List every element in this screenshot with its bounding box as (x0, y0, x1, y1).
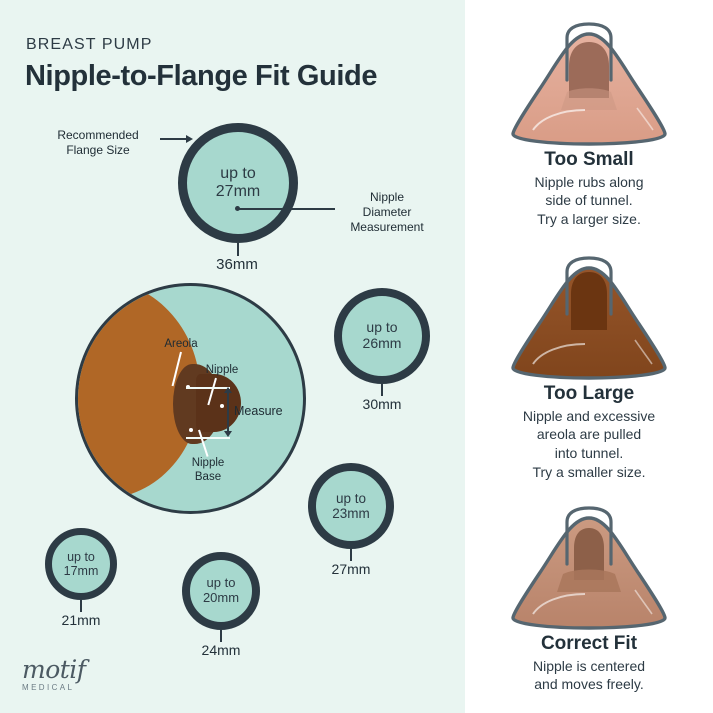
logo-subtext: MEDICAL (22, 683, 75, 692)
flange-tunnel-too-small (565, 22, 613, 82)
logo-wordmark: motif (22, 655, 86, 684)
fit-body-line1-correct-fit: Nipple is centered (532, 657, 646, 674)
anatomy-label-areola: Areola (164, 338, 198, 350)
flange-highlight-right (634, 339, 653, 365)
nipple-leader-dot-icon (220, 404, 224, 408)
flange-size-label-21mm: 21mm (61, 612, 101, 628)
flange-svg-correct-fit (511, 506, 667, 630)
flange-highlight-left (532, 109, 586, 131)
ring-size-30mm: 26mm (362, 335, 402, 351)
callout-flange-line2: Flange Size (66, 143, 130, 157)
ring-size-27mm: 23mm (332, 506, 370, 521)
callout-nipple-dot-icon (235, 206, 240, 211)
ring-stem-27mm (350, 549, 352, 561)
measure-label: Measure (234, 404, 283, 418)
fit-heading-too-large: Too Large (543, 383, 635, 404)
anatomy-label-nipple-base: Nipple Base (180, 457, 236, 485)
ring-prefix-24mm: up to (206, 575, 236, 591)
ring-size-21mm: 17mm (63, 564, 99, 578)
fit-body-line1-too-small: Nipple rubs along (534, 173, 644, 190)
fit-heading-correct-fit: Correct Fit (540, 633, 638, 654)
breast-anatomy-diagram (75, 283, 306, 514)
motif-medical-logo: motif MEDICAL (22, 657, 86, 692)
callout-nipple-line1: Nipple (369, 190, 405, 204)
measure-arrow-line (227, 392, 229, 433)
fit-body-correct-fit: Nipple is centered and moves freely. (465, 657, 713, 694)
fit-body-line4-too-large: Try a smaller size. (532, 463, 646, 480)
flange-size-label-27mm: 27mm (331, 561, 371, 577)
flange-size-label-30mm: 30mm (362, 396, 402, 412)
callout-nipple-leader-line (239, 208, 335, 210)
flange-svg-too-small (511, 22, 667, 146)
ring-stem-30mm (381, 384, 383, 396)
flange-size-label-36mm: 36mm (216, 256, 258, 273)
nipple-base-line1: Nipple (191, 457, 225, 469)
callout-nipple-line2: Diameter (362, 205, 412, 219)
flange-illustration-correct-fit (465, 502, 713, 632)
flange-tunnel-too-large (565, 256, 613, 316)
anatomy-label-nipple: Nipple (205, 364, 239, 376)
flange-ring-36mm: up to 27mm (178, 123, 298, 243)
fit-body-line3-too-large: into tunnel. (554, 444, 624, 461)
fit-body-line1-too-large: Nipple and excessive (522, 407, 656, 424)
nipple-in-tunnel-too-small (561, 42, 617, 110)
fit-body-too-small: Nipple rubs along side of tunnel. Try a … (465, 173, 713, 229)
flange-svg-too-large (511, 256, 667, 380)
nipple-in-tunnel-correct-fit (557, 528, 621, 592)
flange-ring-27mm: up to 23mm (308, 463, 394, 549)
flange-ring-30mm: up to 26mm (334, 288, 430, 384)
nipple-in-tunnel-too-large (571, 272, 607, 330)
flange-highlight-right (634, 589, 653, 615)
callout-nipple-diameter: Nipple Diameter Measurement (335, 190, 439, 235)
fit-body-line3-too-small: Try a larger size. (537, 210, 641, 227)
callout-flange-line1: Recommended (57, 128, 139, 142)
fit-body-line2-correct-fit: and moves freely. (534, 676, 644, 693)
flange-highlight-left (532, 343, 586, 365)
nipple-shape (196, 374, 241, 432)
nipple-base-line2: Base (194, 470, 222, 483)
callout-recommended-flange-size: Recommended Flange Size (38, 128, 158, 158)
ring-stem-36mm (237, 243, 239, 256)
ring-prefix-36mm: up to (220, 165, 256, 183)
ring-size-24mm: 20mm (202, 590, 240, 605)
flange-tunnel-correct-fit (565, 506, 613, 566)
flange-highlight-left (532, 593, 586, 615)
flange-size-label-24mm: 24mm (201, 642, 241, 658)
callout-flange-arrow-icon (186, 135, 193, 143)
flange-illustration-too-large (465, 252, 713, 382)
measure-bracket-top (186, 387, 230, 389)
measure-arrow-up-icon (224, 387, 232, 393)
fit-card-too-small: Too Small Nipple rubs along side of tunn… (465, 18, 713, 229)
flange-ring-21mm: up to 17mm (45, 528, 117, 600)
measure-bracket-bottom (186, 437, 230, 439)
ring-stem-21mm (80, 600, 82, 612)
fit-card-correct-fit: Correct Fit Nipple is centered and moves… (465, 502, 713, 694)
flange-ring-24mm: up to 20mm (182, 552, 260, 630)
ring-prefix-27mm: up to (335, 490, 366, 506)
measure-arrow-down-icon (224, 431, 232, 437)
eyebrow-label: BREAST PUMP (26, 36, 153, 53)
fit-body-line2-too-large: areola are pulled (536, 426, 642, 443)
ring-prefix-30mm: up to (366, 319, 398, 336)
callout-nipple-line3: Measurement (350, 220, 424, 234)
page-title: Nipple-to-Flange Fit Guide (25, 60, 378, 92)
fit-card-too-large: Too Large Nipple and excessive areola ar… (465, 252, 713, 481)
flange-illustration-too-small (465, 18, 713, 148)
fit-body-line2-too-small: side of tunnel. (545, 192, 633, 209)
ring-prefix-21mm: up to (67, 550, 95, 564)
ring-stem-24mm (220, 630, 222, 642)
fit-heading-too-small: Too Small (544, 149, 634, 170)
ring-size-36mm: 27mm (215, 183, 261, 200)
fit-body-too-large: Nipple and excessive areola are pulled i… (465, 407, 713, 481)
callout-flange-leader-line (160, 138, 188, 140)
nipple-base-leader-dot-icon (189, 428, 193, 432)
flange-highlight-right (636, 107, 654, 131)
